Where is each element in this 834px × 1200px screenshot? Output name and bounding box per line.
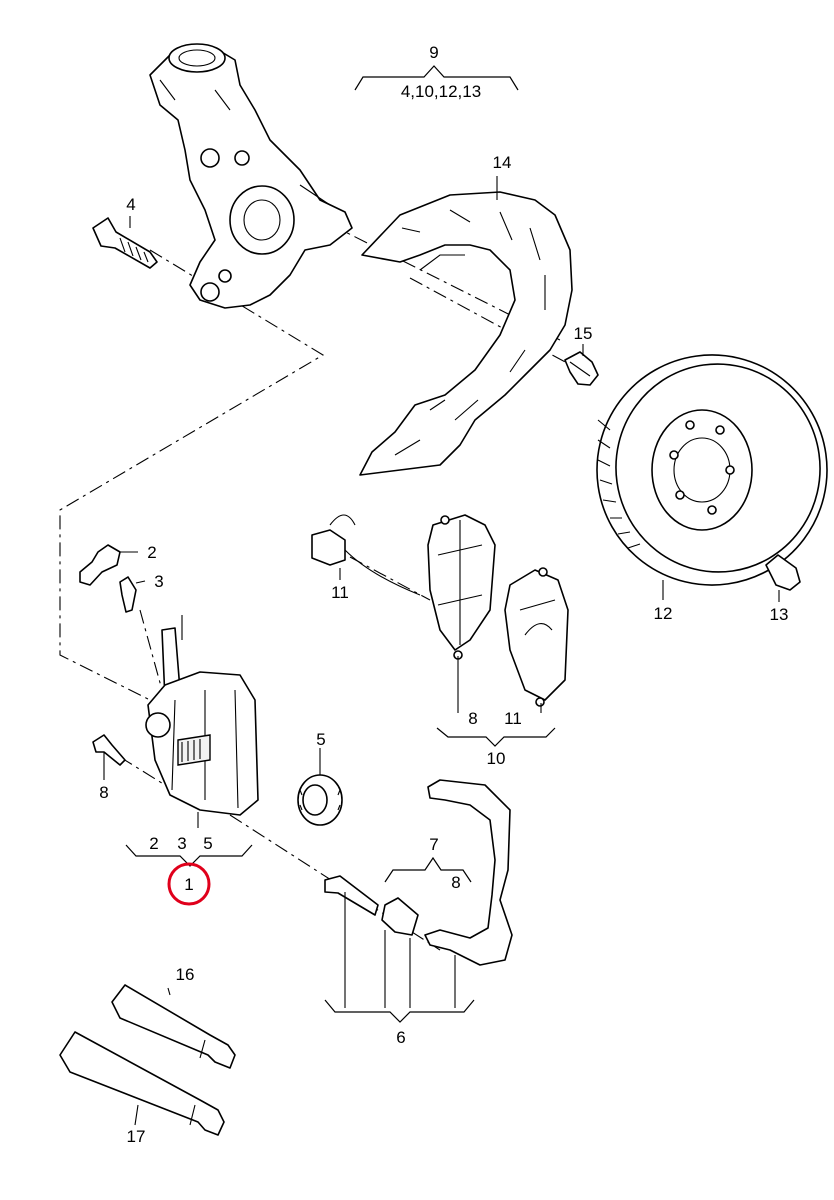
label-group-10: 10 [487, 749, 506, 768]
steering-knuckle [149, 43, 353, 309]
group-bracket-10 [436, 727, 556, 747]
label-part-17: 17 [127, 1127, 146, 1146]
splash-shield [359, 191, 573, 476]
part-labels: 9 4,10,12,13 14 4 15 2 3 11 12 13 8 11 1… [99, 43, 788, 1146]
grease-tube-17 [59, 1031, 225, 1136]
grease-tube-16 [111, 984, 236, 1069]
bleeder-cap [79, 544, 121, 586]
label-part-16: 16 [176, 965, 195, 984]
label-part-12: 12 [654, 604, 673, 623]
caliper-bracket [424, 779, 513, 966]
label-group-1: 1 [184, 875, 193, 894]
bleeder-screw [119, 576, 137, 613]
label-group-1-member-5: 5 [203, 834, 212, 853]
label-group-1-member-2: 2 [149, 834, 158, 853]
brake-pad-outer [427, 514, 496, 660]
group-bracket-6 [324, 999, 475, 1023]
label-group-1-member-3: 3 [177, 834, 186, 853]
wear-sensor [311, 514, 421, 596]
label-group-10-member-11: 11 [504, 709, 522, 728]
assembly-line-bolt-15 [409, 277, 581, 371]
highlight-circle [167, 862, 211, 906]
bolt-8 [92, 734, 126, 766]
label-part-3: 3 [154, 572, 163, 591]
label-group-7-member-8: 8 [451, 873, 460, 892]
label-part-4: 4 [126, 195, 135, 214]
assembly-line-bolt-4 [59, 249, 325, 706]
piston-seal [297, 774, 343, 826]
label-part-15: 15 [574, 324, 593, 343]
assembly-line-sensor [349, 556, 431, 601]
label-part-11-sensor: 11 [331, 583, 349, 602]
guide-bushing [381, 897, 419, 936]
label-group-9-members: 4,10,12,13 [401, 82, 481, 101]
leader-lines [103, 176, 780, 1126]
group-bracket-1 [125, 844, 253, 867]
guide-pin [324, 875, 379, 916]
assembly-line-bolt-8 [119, 756, 166, 786]
label-group-6: 6 [396, 1028, 405, 1047]
brake-pad-inner [504, 567, 569, 707]
label-part-8-bolt: 8 [99, 783, 108, 802]
label-part-2: 2 [147, 543, 156, 562]
caliper [145, 627, 259, 816]
label-group-10-member-8: 8 [468, 709, 477, 728]
assembly-line-bleeder [139, 609, 163, 691]
bolt-15 [564, 351, 599, 386]
group-bracket-9 [354, 65, 519, 91]
bolt-13 [765, 554, 801, 591]
label-group-7: 7 [429, 835, 438, 854]
label-part-5: 5 [316, 730, 325, 749]
label-group-9: 9 [429, 43, 438, 62]
label-part-13: 13 [770, 605, 789, 624]
group-bracket-7 [384, 856, 472, 883]
bolt-4 [92, 217, 158, 269]
label-part-14: 14 [493, 153, 512, 172]
brake-disc [596, 354, 828, 586]
